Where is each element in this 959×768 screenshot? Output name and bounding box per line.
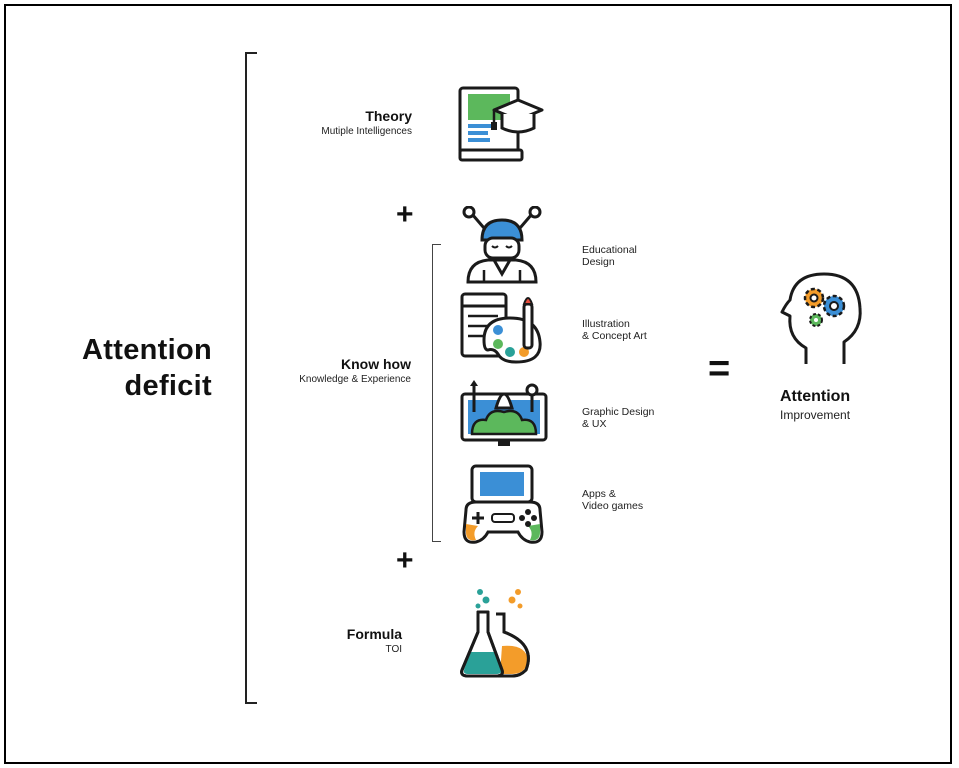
main-title-line1: Attention xyxy=(82,334,212,366)
main-title: Attention deficit xyxy=(50,332,212,404)
main-bracket xyxy=(245,52,257,704)
formula-label: Formula TOI xyxy=(262,626,402,655)
plus-operator-1: + xyxy=(396,198,414,231)
monitor-design-icon xyxy=(458,378,550,448)
item-label-graphic-design: Graphic Design & UX xyxy=(582,406,655,430)
result-title: Attention xyxy=(780,388,851,405)
palette-icon xyxy=(458,290,548,366)
head-gears-icon xyxy=(776,268,866,368)
book-graduation-icon xyxy=(456,84,546,164)
theory-subtitle: Mutiple Intelligences xyxy=(321,126,412,137)
thinking-person-icon xyxy=(458,206,548,284)
result-label: Attention Improvement xyxy=(780,388,900,422)
item-label-illustration: Illustration & Concept Art xyxy=(582,318,647,342)
know-how-subtitle: Knowledge & Experience xyxy=(299,374,411,385)
flasks-icon xyxy=(456,586,548,680)
result-subtitle: Improvement xyxy=(780,408,851,422)
theory-label: Theory Mutiple Intelligences xyxy=(262,108,412,137)
formula-subtitle: TOI xyxy=(385,644,402,655)
know-how-label: Know how Knowledge & Experience xyxy=(255,356,411,385)
equals-operator: = xyxy=(708,348,731,390)
item-label-apps-games: Apps & Video games xyxy=(582,488,644,512)
item-label-educational-design: Educational Design xyxy=(582,244,637,268)
gamepad-phone-icon xyxy=(458,462,548,546)
know-how-title: Know how xyxy=(341,356,411,372)
theory-title: Theory xyxy=(365,108,412,124)
main-title-line2: deficit xyxy=(124,370,212,402)
formula-title: Formula xyxy=(346,626,402,642)
know-how-bracket xyxy=(432,244,441,542)
plus-operator-2: + xyxy=(396,544,414,577)
